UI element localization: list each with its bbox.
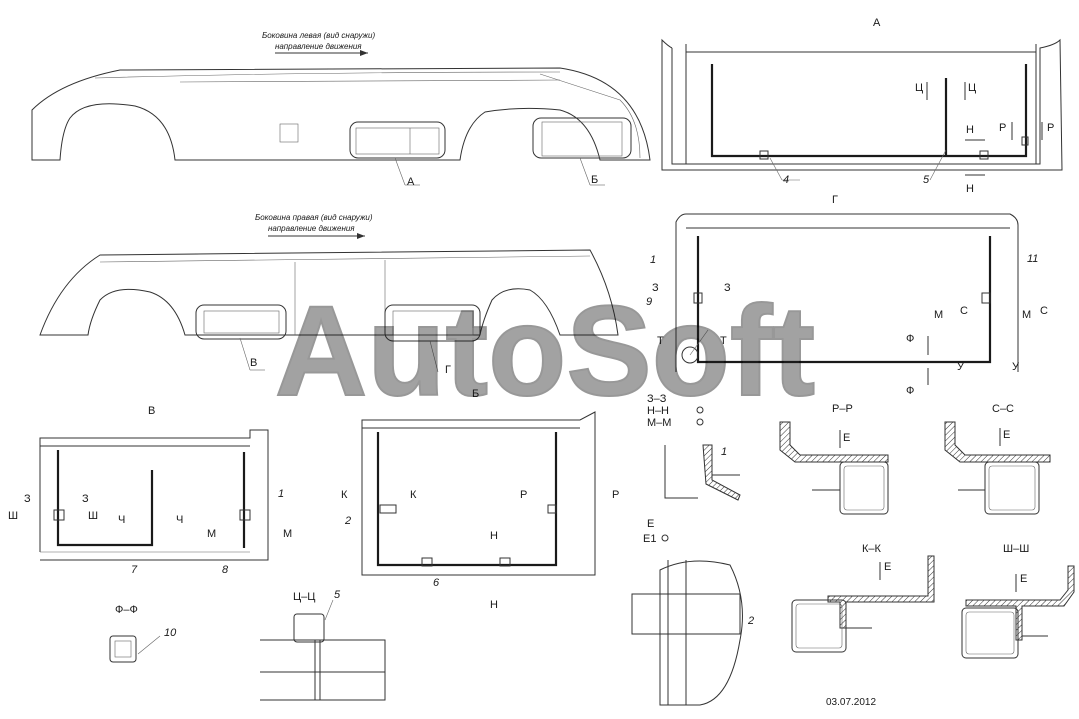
part-6: 6: [433, 577, 440, 589]
part-10: 10: [164, 627, 177, 639]
callout-a: А: [407, 176, 415, 188]
svg-text:М: М: [283, 528, 292, 540]
part-2-e: 2: [747, 615, 754, 627]
svg-text:Р: Р: [1047, 122, 1054, 134]
left-side-body-view: Боковина левая (вид снаружи) направление…: [31, 31, 651, 188]
svg-text:У: У: [1012, 361, 1020, 373]
svg-text:К–К: К–К: [862, 543, 882, 555]
svg-text:Е: Е: [884, 561, 891, 573]
right-side-title: Боковина правая (вид снаружи): [255, 213, 373, 222]
drawing-date: 03.07.2012: [826, 697, 876, 708]
svg-text:Р: Р: [612, 489, 619, 501]
svg-text:Ч: Ч: [118, 514, 125, 526]
callout-g: Г: [445, 364, 451, 376]
svg-text:Ш: Ш: [8, 510, 18, 522]
zz-ring-labels: З–З Н–Н М–М 1: [647, 393, 741, 501]
svg-text:Т: Т: [720, 335, 727, 347]
svg-text:Т: Т: [657, 335, 664, 347]
svg-text:Ч: Ч: [176, 514, 183, 526]
svg-text:Н–Н: Н–Н: [647, 405, 669, 417]
section-s-s: С–С Е: [944, 403, 1051, 515]
part-9: 9: [646, 296, 652, 308]
section-r-r: Р–Р Е: [779, 403, 889, 515]
view-b-cyr-title: Б: [472, 388, 479, 400]
svg-text:С: С: [960, 305, 968, 317]
part-4: 4: [783, 174, 789, 186]
svg-text:Р: Р: [999, 122, 1006, 134]
detail-view-b-cyr: Б К К Р Р Н Н 2 6: [341, 388, 619, 611]
section-sh-sh: Ш–Ш Е: [961, 543, 1075, 659]
svg-text:Е: Е: [647, 518, 654, 530]
part-2-b: 2: [344, 515, 351, 527]
svg-text:М–М: М–М: [647, 417, 671, 429]
svg-text:К: К: [410, 489, 417, 501]
svg-text:Ц: Ц: [915, 82, 923, 94]
svg-text:З: З: [82, 493, 89, 505]
svg-text:Р–Р: Р–Р: [832, 403, 853, 415]
svg-text:З: З: [652, 282, 659, 294]
section-ts-ts: Ц–Ц 5: [260, 589, 386, 701]
svg-text:Р: Р: [520, 489, 527, 501]
svg-text:Ш–Ш: Ш–Ш: [1003, 543, 1029, 555]
left-side-title: Боковина левая (вид снаружи): [262, 31, 376, 40]
callout-b: Б: [591, 174, 598, 186]
part-1-zz: 1: [721, 446, 727, 458]
svg-text:Ш: Ш: [88, 510, 98, 522]
detail-view-b: В 1 7 8 З З Ш Ш Ч Ч М М: [8, 405, 292, 576]
svg-text:Н: Н: [966, 124, 974, 136]
svg-text:Е1: Е1: [643, 533, 656, 545]
part-8: 8: [222, 564, 229, 576]
right-side-direction: направление движения: [268, 224, 355, 233]
detail-view-a: А Ц Ц Н Н Р Р 4 5: [661, 17, 1063, 195]
svg-text:М: М: [1022, 309, 1031, 321]
svg-text:З–З: З–З: [647, 393, 667, 405]
left-side-direction: направление движения: [275, 42, 362, 51]
svg-text:Н: Н: [966, 183, 974, 195]
view-g-title: Г: [832, 194, 838, 206]
svg-text:М: М: [207, 528, 216, 540]
detail-view-g: Г 1 9 11 З З Т Т М С М С Ф Ф У У: [646, 194, 1048, 397]
svg-text:Н: Н: [490, 530, 498, 542]
detail-view-e: Е Е1 2: [631, 518, 754, 706]
part-7: 7: [131, 564, 138, 576]
svg-text:К: К: [341, 489, 348, 501]
svg-text:Е: Е: [1003, 429, 1010, 441]
svg-text:С: С: [1040, 305, 1048, 317]
svg-text:У: У: [957, 361, 965, 373]
section-f-f: Ф–Ф 10: [109, 604, 177, 663]
svg-text:Ф: Ф: [906, 385, 914, 397]
svg-text:З: З: [24, 493, 31, 505]
svg-text:Е: Е: [843, 432, 850, 444]
svg-text:Ф–Ф: Ф–Ф: [115, 604, 138, 616]
part-5-ts: 5: [334, 589, 341, 601]
part-1-b: 1: [278, 488, 284, 500]
part-11: 11: [1027, 253, 1038, 265]
svg-text:Ф: Ф: [906, 333, 914, 345]
svg-text:Н: Н: [490, 599, 498, 611]
view-a-title: А: [873, 17, 881, 29]
part-1-g: 1: [650, 254, 656, 266]
svg-text:М: М: [934, 309, 943, 321]
svg-text:З: З: [724, 282, 731, 294]
view-b-title: В: [148, 405, 155, 417]
section-k-k: К–К Е: [791, 543, 935, 653]
svg-text:Ц: Ц: [968, 82, 976, 94]
svg-text:С–С: С–С: [992, 403, 1014, 415]
svg-text:Ц–Ц: Ц–Ц: [293, 591, 315, 603]
right-side-body-view: Боковина правая (вид снаружи) направлени…: [39, 213, 619, 376]
svg-text:Е: Е: [1020, 573, 1027, 585]
callout-v: В: [250, 357, 257, 369]
part-5: 5: [923, 174, 930, 186]
